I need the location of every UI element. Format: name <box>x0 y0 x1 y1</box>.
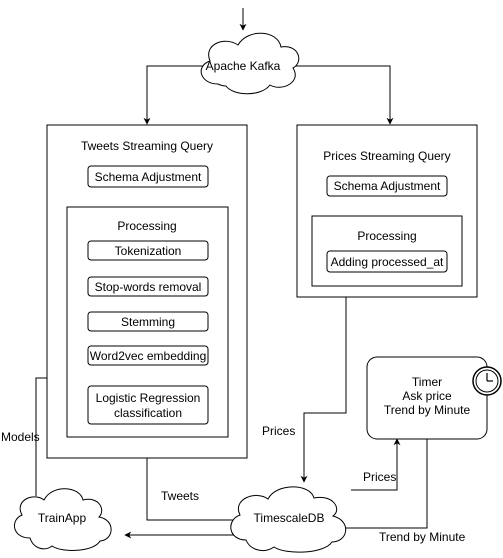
prices-schema-label: Schema Adjustment <box>334 179 441 193</box>
tokenization-node: Tokenization <box>87 240 209 261</box>
clock-icon <box>472 366 502 396</box>
processed-at-label: Adding processed_at <box>331 255 444 269</box>
tweets-schema-label: Schema Adjustment <box>95 170 202 184</box>
edge-kafka-to-tweets <box>143 65 205 125</box>
tokenization-label: Tokenization <box>115 244 182 258</box>
trainapp-label: TrainApp <box>38 511 87 525</box>
stemming-label: Stemming <box>121 315 175 329</box>
tweets-processing-title: Processing <box>117 219 176 233</box>
edge-label-prices-down: Prices <box>262 424 295 438</box>
kafka-label: Apache Kafka <box>206 59 281 73</box>
stemming-node: Stemming <box>87 311 209 332</box>
word2vec-label: Word2vec embedding <box>90 349 207 363</box>
edge-label-trend: Trend by Minute <box>379 530 466 544</box>
processed-at-node: Adding processed_at <box>326 250 448 273</box>
timer-label-line2: Ask price <box>402 389 452 403</box>
stopwords-node: Stop-words removal <box>87 276 209 297</box>
edge-prices-to-timescale <box>300 297 347 483</box>
timescale-cloud: TimescaleDB <box>230 486 347 553</box>
edge-label-tweets: Tweets <box>161 489 199 503</box>
tweets-query-title: Tweets Streaming Query <box>81 139 213 153</box>
prices-schema-node: Schema Adjustment <box>326 175 448 197</box>
kafka-cloud: Apache Kafka <box>200 32 300 95</box>
edge-kafka-to-prices <box>280 65 394 125</box>
prices-query-title: Prices Streaming Query <box>323 149 450 163</box>
tweets-schema-node: Schema Adjustment <box>87 165 209 188</box>
logreg-node: Logistic Regression classification <box>87 385 209 425</box>
timer-label-line1: Timer <box>412 375 442 389</box>
edge-timescale-to-timer <box>351 438 401 491</box>
logreg-label-line2: classification <box>114 406 182 420</box>
edge-timer-to-timescale <box>337 439 428 532</box>
timer-label-line3: Trend by Minute <box>384 403 471 417</box>
timer-node: Timer Ask price Trend by Minute <box>366 356 488 440</box>
trainapp-cloud: TrainApp <box>14 488 112 551</box>
timescale-label: TimescaleDB <box>254 511 325 525</box>
stopwords-label: Stop-words removal <box>95 280 202 294</box>
word2vec-node: Word2vec embedding <box>87 345 209 366</box>
prices-processing-title: Processing <box>357 229 416 243</box>
edge-label-models: Models <box>1 430 40 444</box>
edge-label-prices-up: Prices <box>363 470 396 484</box>
logreg-label-line1: Logistic Regression <box>96 391 201 405</box>
edge-tweets-to-timescale <box>146 458 236 521</box>
